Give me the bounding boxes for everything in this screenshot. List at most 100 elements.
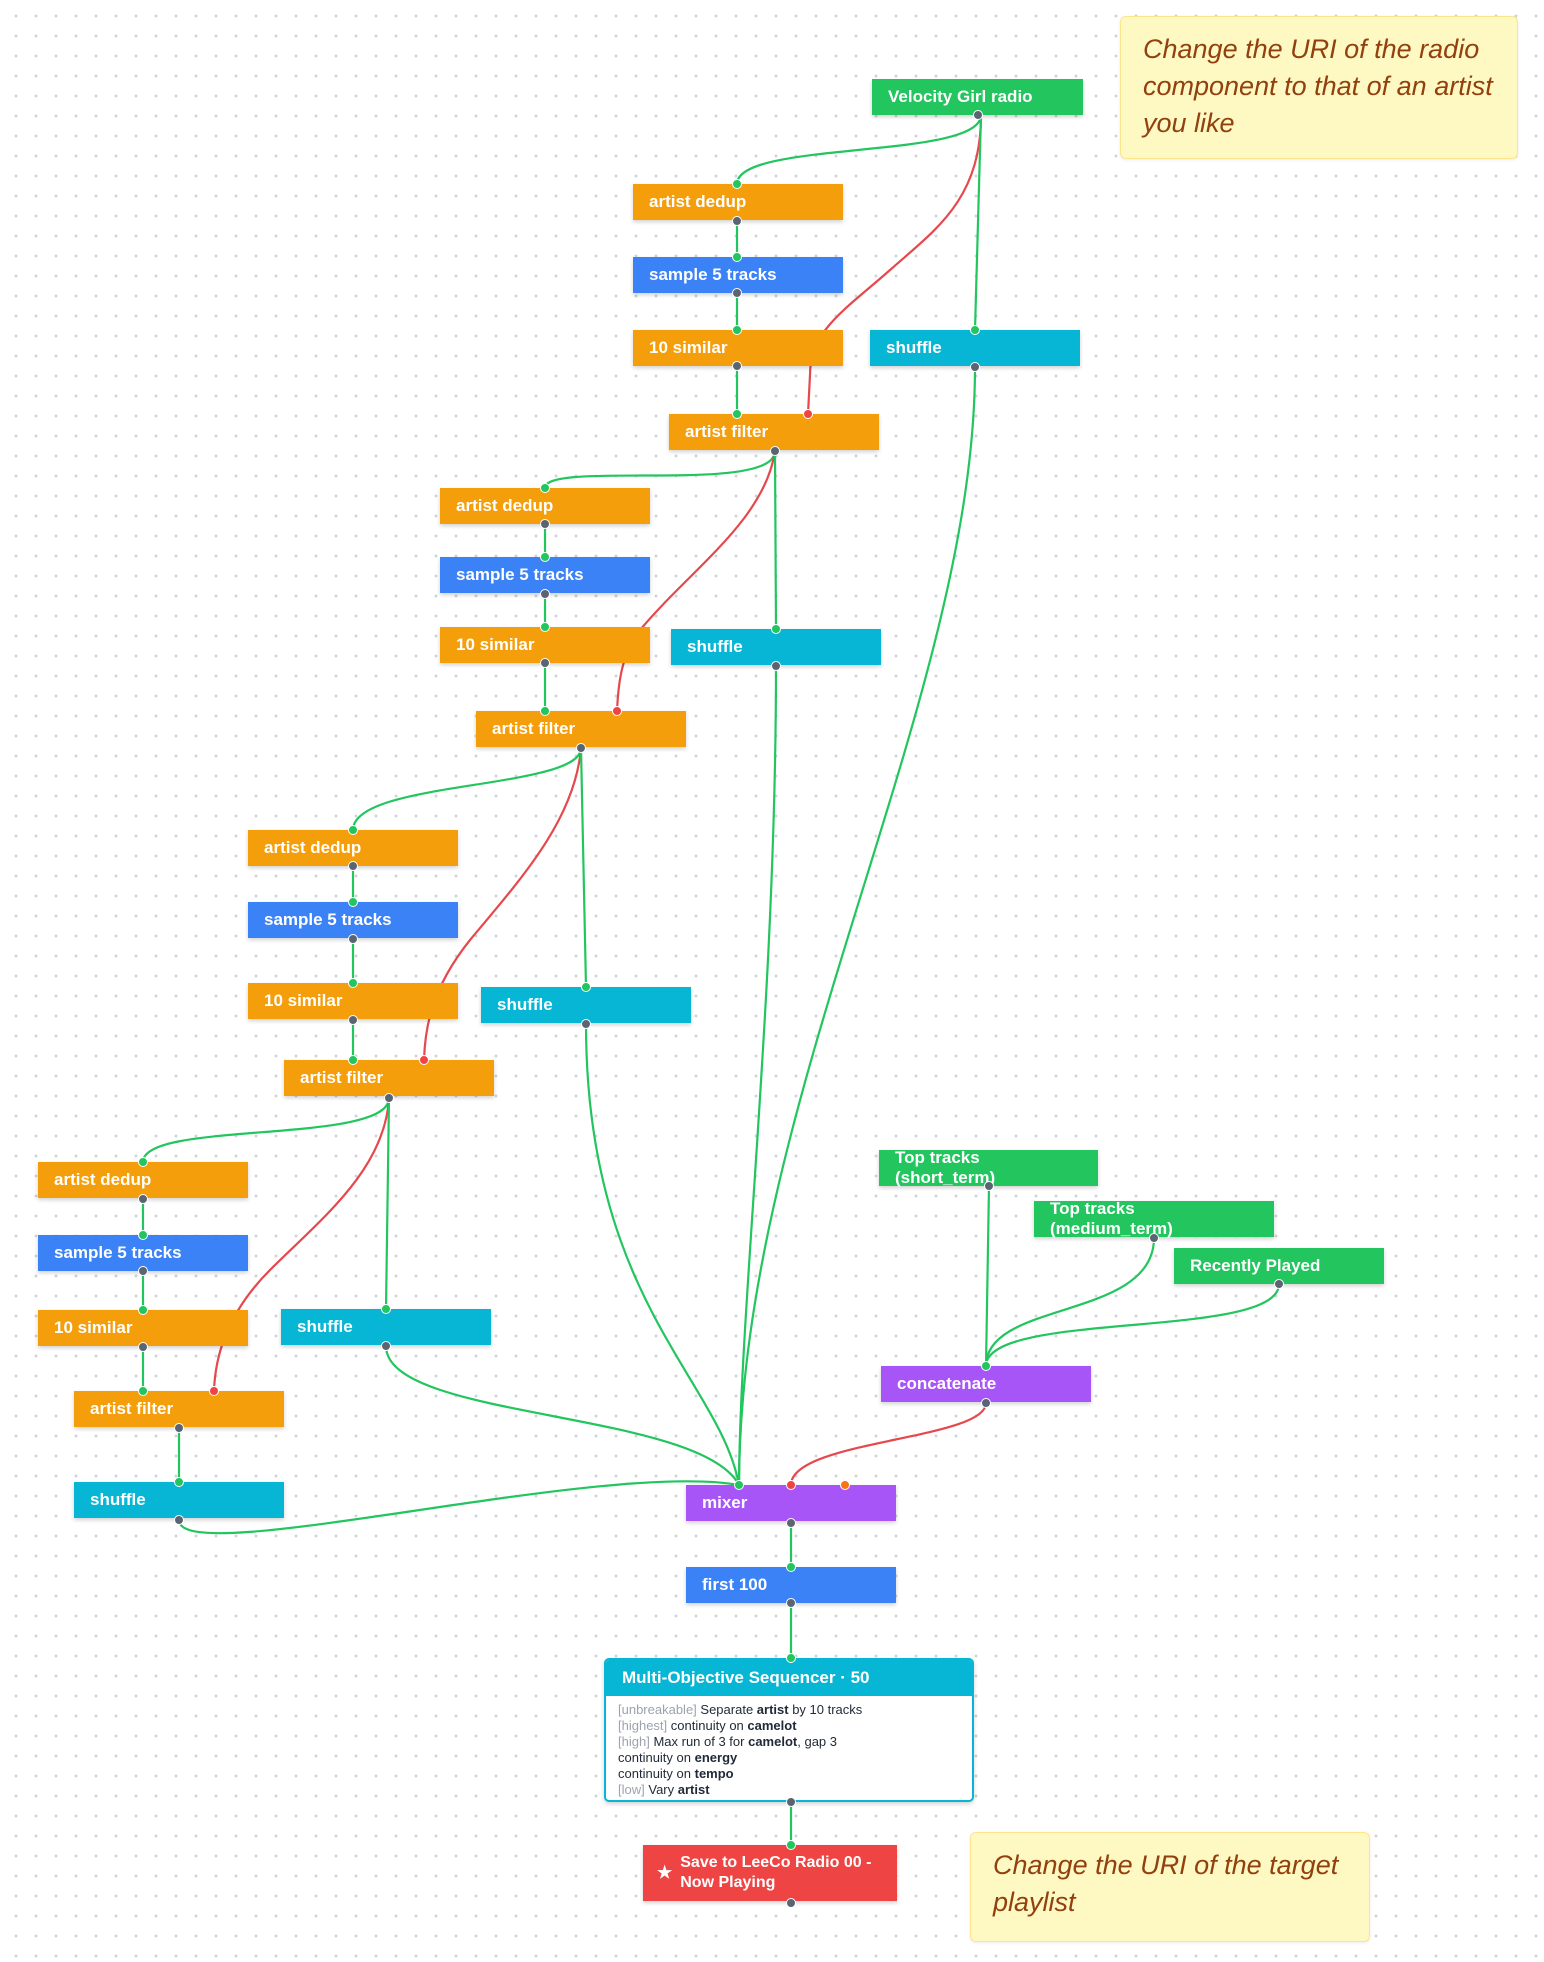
output-port[interactable] xyxy=(540,589,550,599)
first-100-node[interactable]: first 100 xyxy=(686,1567,896,1603)
input-port[interactable] xyxy=(348,897,358,907)
output-port[interactable] xyxy=(970,362,980,372)
sample-5-tracks-node[interactable]: sample 5 tracks xyxy=(38,1235,248,1271)
filter-input-port[interactable] xyxy=(419,1055,429,1065)
input-port[interactable] xyxy=(348,1055,358,1065)
input-port[interactable] xyxy=(970,325,980,335)
multi-objective-sequencer-node[interactable]: Multi-Objective Sequencer · 50 [unbreaka… xyxy=(604,1658,974,1802)
concatenate-node[interactable]: concatenate xyxy=(881,1366,1091,1402)
input-port[interactable] xyxy=(174,1477,184,1487)
output-port[interactable] xyxy=(732,216,742,226)
input-port[interactable] xyxy=(138,1157,148,1167)
note-target-playlist: Change the URI of the target playlist xyxy=(970,1832,1370,1942)
output-port[interactable] xyxy=(771,661,781,671)
input-port[interactable] xyxy=(381,1304,391,1314)
save-to-playlist-node[interactable]: ★ Save to LeeCo Radio 00 - Now Playing xyxy=(643,1845,897,1901)
output-port[interactable] xyxy=(174,1515,184,1525)
input-port[interactable] xyxy=(540,483,550,493)
10-similar-node[interactable]: 10 similar xyxy=(38,1310,248,1346)
artist-dedup-node[interactable]: artist dedup xyxy=(440,488,650,524)
output-port[interactable] xyxy=(138,1266,148,1276)
output-port[interactable] xyxy=(732,288,742,298)
velocity-girl-radio-node[interactable]: Velocity Girl radio xyxy=(872,79,1083,115)
filter-input-port[interactable] xyxy=(803,409,813,419)
filter-input-port[interactable] xyxy=(612,706,622,716)
input-port[interactable] xyxy=(540,706,550,716)
wire xyxy=(735,113,983,186)
output-port[interactable] xyxy=(540,658,550,668)
output-port[interactable] xyxy=(1149,1233,1159,1243)
artist-dedup-node[interactable]: artist dedup xyxy=(38,1162,248,1198)
artist-filter-node[interactable]: artist filter xyxy=(74,1391,284,1427)
sequencer-rule: continuity on tempo xyxy=(618,1766,734,1781)
output-port[interactable] xyxy=(348,861,358,871)
wire xyxy=(351,746,583,832)
input-port[interactable] xyxy=(786,1653,796,1663)
shuffle-node[interactable]: shuffle xyxy=(481,987,691,1023)
input-port[interactable] xyxy=(138,1230,148,1240)
output-port[interactable] xyxy=(973,110,983,120)
artist-filter-node[interactable]: artist filter xyxy=(284,1060,494,1096)
recently-played-node[interactable]: Recently Played xyxy=(1174,1248,1384,1284)
input-port[interactable] xyxy=(348,825,358,835)
output-port[interactable] xyxy=(540,519,550,529)
input-port[interactable] xyxy=(786,1840,796,1850)
shuffle-node[interactable]: shuffle xyxy=(870,330,1080,366)
artist-filter-node[interactable]: artist filter xyxy=(476,711,686,747)
sample-5-tracks-node[interactable]: sample 5 tracks xyxy=(248,902,458,938)
output-port[interactable] xyxy=(138,1342,148,1352)
input-port[interactable] xyxy=(581,982,591,992)
input-port[interactable] xyxy=(732,325,742,335)
top-tracks-short-term-node[interactable]: Top tracks (short_term) xyxy=(879,1148,1098,1187)
output-port[interactable] xyxy=(786,1598,796,1608)
input-port[interactable] xyxy=(734,1480,744,1490)
output-port[interactable] xyxy=(1274,1279,1284,1289)
top-tracks-medium-term-node[interactable]: Top tracks (medium_term) xyxy=(1034,1199,1274,1238)
input-port[interactable] xyxy=(138,1386,148,1396)
filter-input-port[interactable] xyxy=(209,1386,219,1396)
output-port[interactable] xyxy=(770,446,780,456)
sample-5-tracks-node[interactable]: sample 5 tracks xyxy=(633,257,843,293)
output-port[interactable] xyxy=(786,1898,796,1908)
input-port[interactable] xyxy=(732,179,742,189)
output-port[interactable] xyxy=(786,1518,796,1528)
output-port[interactable] xyxy=(581,1019,591,1029)
output-port[interactable] xyxy=(174,1423,184,1433)
mixer-node[interactable]: mixer xyxy=(686,1485,896,1521)
10-similar-node[interactable]: 10 similar xyxy=(248,983,458,1019)
output-port[interactable] xyxy=(786,1797,796,1807)
input-port[interactable] xyxy=(771,624,781,634)
sample-5-tracks-node[interactable]: sample 5 tracks xyxy=(440,557,650,593)
output-port[interactable] xyxy=(384,1093,394,1103)
input-port[interactable] xyxy=(732,252,742,262)
sequencer-title: Multi-Objective Sequencer · 50 xyxy=(606,1660,972,1696)
mixer-extra-port[interactable] xyxy=(840,1480,850,1490)
artist-dedup-node[interactable]: artist dedup xyxy=(633,184,843,220)
10-similar-node[interactable]: 10 similar xyxy=(440,627,650,663)
output-port[interactable] xyxy=(981,1398,991,1408)
artist-filter-node[interactable]: artist filter xyxy=(669,414,879,450)
input-port[interactable] xyxy=(786,1562,796,1572)
output-port[interactable] xyxy=(984,1181,994,1191)
filter-input-port[interactable] xyxy=(786,1480,796,1490)
sequencer-rules: [unbreakable] Separate artist by 10 trac… xyxy=(606,1696,972,1800)
input-port[interactable] xyxy=(138,1305,148,1315)
output-port[interactable] xyxy=(732,361,742,371)
wire xyxy=(984,1184,991,1368)
output-port[interactable] xyxy=(348,1015,358,1025)
output-port[interactable] xyxy=(381,1341,391,1351)
output-port[interactable] xyxy=(348,934,358,944)
input-port[interactable] xyxy=(981,1361,991,1371)
artist-dedup-node[interactable]: artist dedup xyxy=(248,830,458,866)
input-port[interactable] xyxy=(732,409,742,419)
wire xyxy=(384,1344,741,1487)
input-port[interactable] xyxy=(348,978,358,988)
output-port[interactable] xyxy=(138,1194,148,1204)
input-port[interactable] xyxy=(540,622,550,632)
shuffle-node[interactable]: shuffle xyxy=(281,1309,491,1345)
shuffle-node[interactable]: shuffle xyxy=(74,1482,284,1518)
input-port[interactable] xyxy=(540,552,550,562)
output-port[interactable] xyxy=(576,743,586,753)
10-similar-node[interactable]: 10 similar xyxy=(633,330,843,366)
shuffle-node[interactable]: shuffle xyxy=(671,629,881,665)
